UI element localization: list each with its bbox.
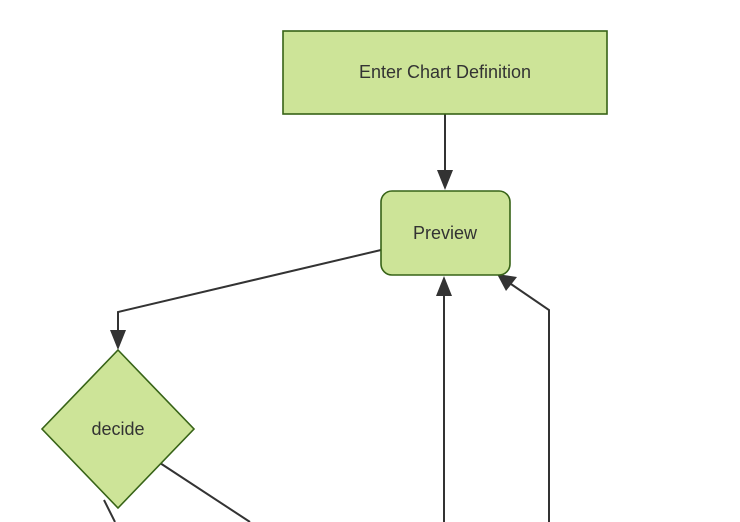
- edge-decide-left-line: [103, 499, 116, 522]
- node-preview-label: Preview: [413, 223, 478, 243]
- arrowhead-into-preview-bottom-right: [497, 274, 517, 291]
- edge-return-center-to-preview: [436, 276, 452, 522]
- node-decide-shape[interactable]: [40, 348, 196, 510]
- arrowhead-into-preview-top: [437, 170, 453, 190]
- node-enter-chart-definition-shape[interactable]: [282, 30, 608, 115]
- edge-preview-to-decide-line: [117, 249, 382, 334]
- edge-return-right-to-preview: [497, 274, 550, 522]
- arrowhead-into-preview-bottom-center: [436, 276, 452, 296]
- arrowhead-into-decide-top: [110, 330, 126, 350]
- edge-preview-to-decide: [110, 249, 382, 350]
- edge-return-right-line: [507, 281, 550, 522]
- node-enter-chart-definition-label: Enter Chart Definition: [359, 62, 531, 82]
- edge-enter-to-preview: [437, 114, 453, 190]
- edge-decide-to-offscreen-right: [159, 462, 251, 522]
- node-preview-shape[interactable]: [380, 190, 511, 276]
- edge-decide-right-line: [159, 462, 251, 522]
- node-preview[interactable]: Preview: [380, 190, 511, 276]
- node-decide[interactable]: decide: [40, 348, 196, 510]
- node-decide-label: decide: [91, 419, 144, 439]
- node-enter-chart-definition[interactable]: Enter Chart Definition: [282, 30, 608, 115]
- edge-decide-to-offscreen-left: [103, 499, 116, 522]
